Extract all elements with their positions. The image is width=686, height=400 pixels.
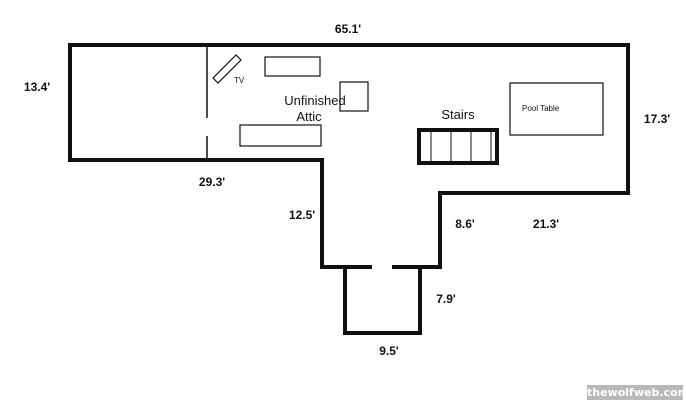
dim-landing-bottom: 9.5' bbox=[379, 344, 399, 358]
dim-right: 17.3' bbox=[644, 112, 670, 126]
furniture-box bbox=[264, 56, 321, 77]
dim-bottom-left: 29.3' bbox=[199, 175, 225, 189]
dim-bottom-right: 21.3' bbox=[533, 217, 559, 231]
dim-ext-right: 8.6' bbox=[455, 217, 475, 231]
dim-ext-left: 12.5' bbox=[289, 208, 315, 222]
stairs bbox=[417, 128, 499, 165]
tv-label: TV bbox=[234, 76, 245, 85]
dim-top: 65.1' bbox=[335, 22, 361, 36]
pool-table-label: Pool Table bbox=[522, 104, 560, 113]
landing-wall bbox=[343, 267, 422, 335]
tv bbox=[212, 54, 242, 84]
stairs-label: Stairs bbox=[441, 107, 475, 122]
dim-landing-right: 7.9' bbox=[436, 292, 456, 306]
room-label: Unfinished bbox=[284, 93, 345, 108]
walls bbox=[68, 43, 630, 335]
furniture-box bbox=[239, 124, 322, 147]
dim-left: 13.4' bbox=[24, 80, 50, 94]
outer-wall bbox=[68, 43, 630, 269]
pool-table bbox=[509, 82, 604, 136]
watermark: thewolfweb.com bbox=[587, 385, 686, 400]
room-label-line2: Attic bbox=[296, 109, 322, 124]
furniture-box bbox=[339, 81, 369, 112]
